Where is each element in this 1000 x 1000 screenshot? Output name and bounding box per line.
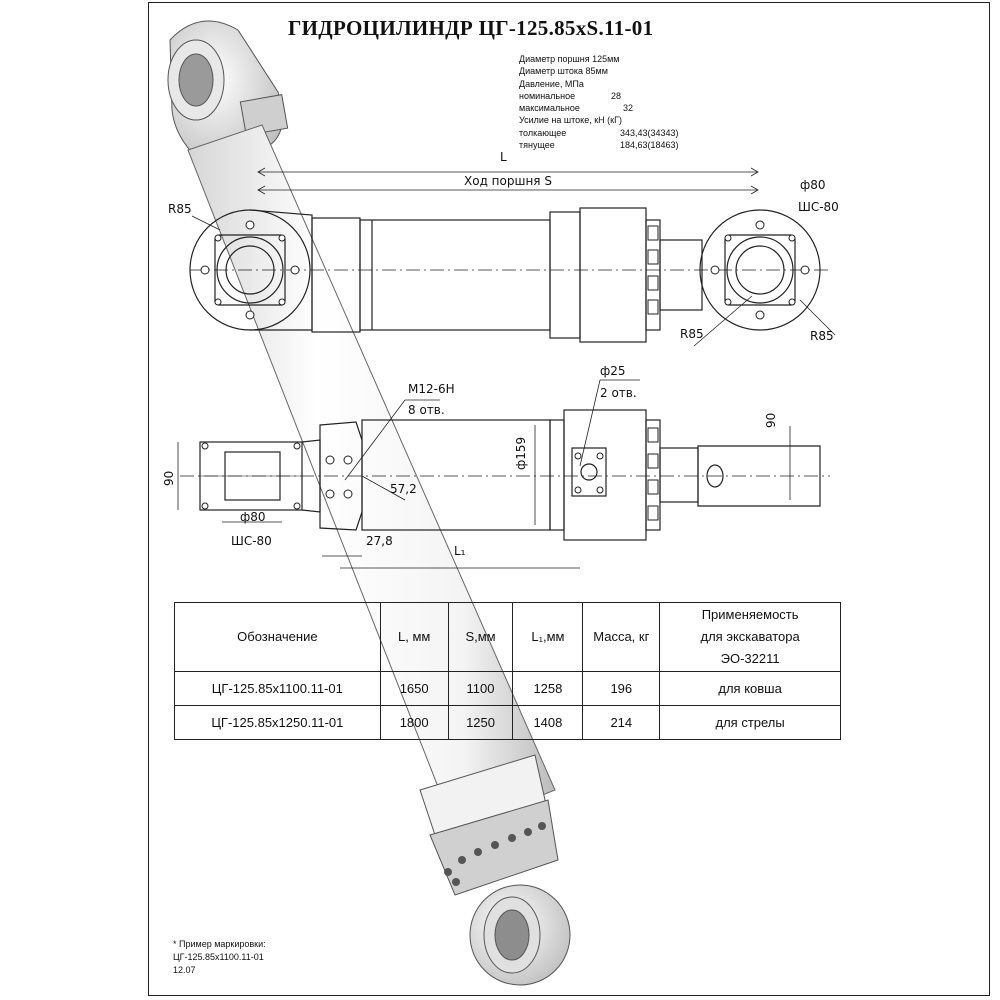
side-view [189, 167, 836, 347]
dim-L: L [500, 150, 507, 164]
table-header-row: Обозначение L, мм S,мм L₁,мм Масса, кг П… [174, 602, 841, 672]
dim-57: 57,2 [390, 482, 417, 496]
drawing-title: ГИДРОЦИЛИНДР ЦГ-125.85xS.11-01 [288, 16, 654, 40]
dim-sh80-top: ШС-80 [798, 200, 839, 214]
dim-r85-left: R85 [168, 202, 192, 216]
dim-d25: ф25 [600, 364, 626, 378]
header-designation: Обозначение [174, 602, 381, 672]
dim-h90-right: 90 [764, 412, 778, 428]
dim-d80-bottom: ф80 [240, 510, 266, 524]
head-bolts [444, 822, 546, 886]
side-view-bolts [200, 220, 810, 320]
top-view-bolts [201, 427, 659, 521]
drawing-sheet [148, 2, 990, 996]
marking-note: * Пример маркировки: ЦГ-125.85x1100.11-0… [173, 939, 266, 975]
header-usage: Применяемость для экскаватора ЭО-32211 [659, 602, 841, 672]
header-L1: L₁,мм [512, 602, 584, 672]
header-S: S,мм [447, 602, 514, 672]
dim-holes2: 2 отв. [600, 386, 637, 400]
table-row: ЦГ-125.85x1250.11-01 1800 1250 1408 214 … [174, 705, 841, 740]
dim-r85-right-b: R85 [810, 329, 834, 343]
dim-d159: ф159 [514, 436, 528, 470]
dim-holes8: 8 отв. [408, 403, 445, 417]
dim-r85-right-a: R85 [680, 327, 704, 341]
cylinder-3d-render [167, 20, 571, 986]
top-view [177, 379, 830, 569]
header-mass: Масса, кг [582, 602, 661, 672]
dim-stroke: Ход поршня S [464, 174, 552, 188]
dim-L1: L₁ [454, 544, 466, 558]
variants-table: Обозначение L, мм S,мм L₁,мм Масса, кг П… [174, 602, 841, 740]
table-row: ЦГ-125.85x1100.11-01 1650 1100 1258 196 … [174, 671, 841, 706]
dim-h90-left: 90 [162, 470, 176, 486]
header-L: L, мм [379, 602, 449, 672]
dim-m12: М12-6Н [408, 382, 455, 396]
dim-27: 27,8 [366, 534, 393, 548]
dim-sh80-bottom: ШС-80 [231, 534, 272, 548]
dim-d80-top: ф80 [800, 178, 826, 192]
